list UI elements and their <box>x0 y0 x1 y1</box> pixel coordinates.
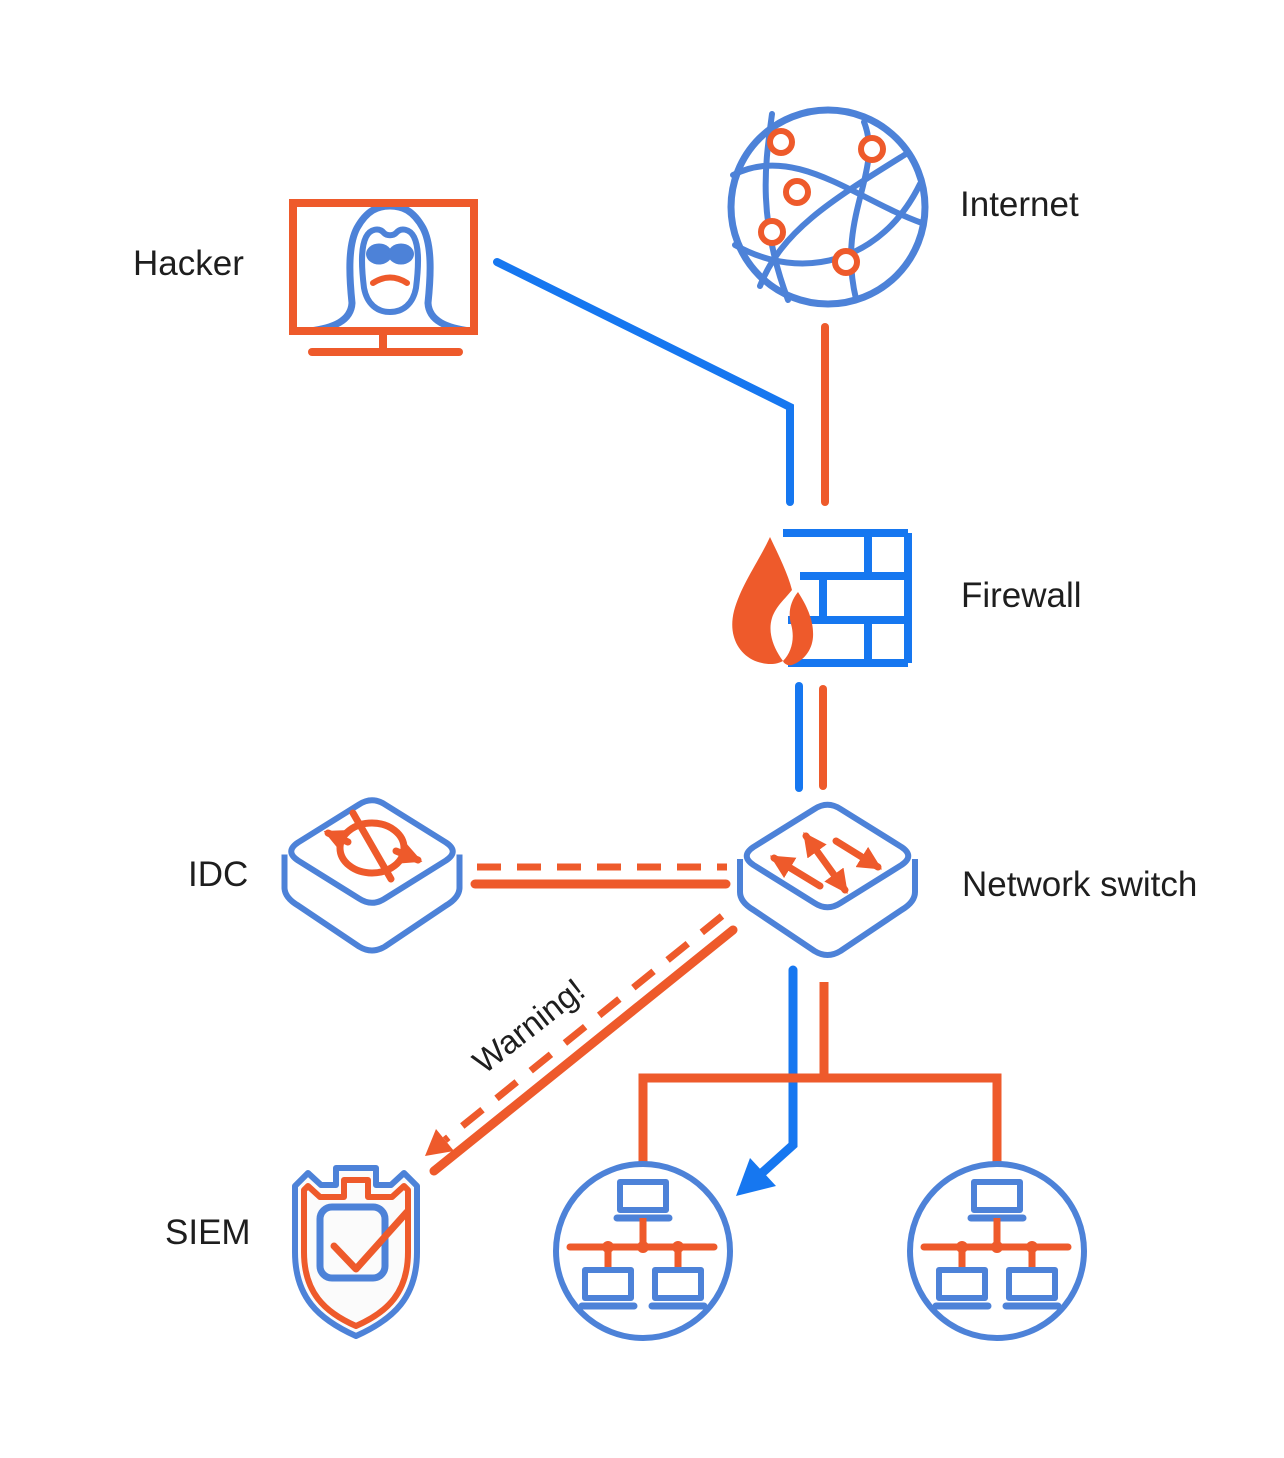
lan-segment-right <box>910 1164 1084 1338</box>
internet-globe-icon <box>727 106 929 308</box>
connections-layer <box>425 258 1002 1196</box>
hacker-icon <box>289 199 478 356</box>
globe-node <box>783 178 811 206</box>
blue-arrowhead-icon <box>736 1158 776 1196</box>
switch-to-siem-solid-line <box>429 925 738 1176</box>
hacker-to-firewall-line <box>493 258 794 506</box>
flame-tongue <box>783 592 814 666</box>
brick-wall <box>783 529 912 667</box>
globe-arc <box>730 162 925 226</box>
globe-node <box>832 248 860 276</box>
label-siem: SIEM <box>165 1213 251 1252</box>
siem-shield-icon <box>292 1165 420 1339</box>
globe-circle <box>727 106 929 308</box>
switch-arrow <box>802 832 849 894</box>
checkmark-icon <box>330 1208 411 1273</box>
sunglasses-icon <box>366 243 392 265</box>
sync-arrow-right <box>392 841 423 864</box>
globe-node <box>767 128 795 156</box>
switch-to-lans-orange-branch <box>638 982 1002 1163</box>
globe-arc <box>757 151 909 289</box>
switch-to-lan-blue-arrow-line <box>758 965 798 1177</box>
firewall-icon <box>732 529 912 667</box>
label-firewall: Firewall <box>961 576 1082 615</box>
globe-node <box>858 135 886 163</box>
shield-inner-outline <box>301 1177 411 1329</box>
frown-mouth <box>370 274 410 286</box>
switch-to-siem-dashed-line <box>442 913 725 1143</box>
check-box <box>316 1203 389 1282</box>
label-idc: IDC <box>188 855 249 894</box>
label-hacker: Hacker <box>133 244 244 283</box>
network-switch-icon <box>740 805 915 955</box>
hacker-face <box>358 226 422 315</box>
lan-segment-left <box>556 1164 730 1338</box>
sunglasses-icon <box>388 243 414 265</box>
globe-node <box>758 218 786 246</box>
globe-arc <box>762 111 791 303</box>
switch-arrow <box>832 837 883 871</box>
label-network-switch: Network switch <box>962 865 1198 904</box>
switch-box <box>740 805 915 955</box>
sync-slash <box>349 809 395 883</box>
warning-arrowhead-icon <box>425 1129 454 1156</box>
flame-icon <box>732 537 792 665</box>
sync-arrow-left <box>323 829 352 852</box>
label-internet: Internet <box>960 185 1079 224</box>
idc-icon <box>285 800 460 950</box>
